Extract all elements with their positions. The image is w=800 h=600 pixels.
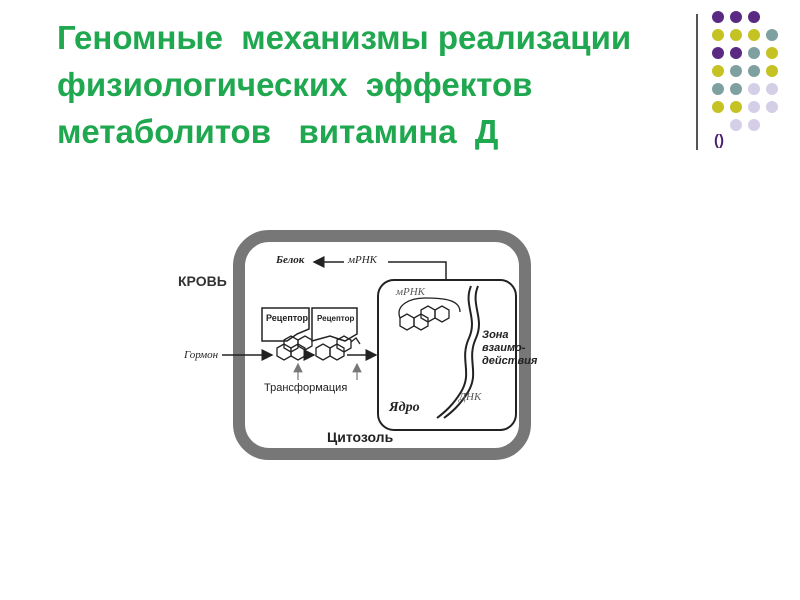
decor-dot bbox=[748, 119, 760, 131]
decor-dot bbox=[712, 29, 724, 41]
decor-dot bbox=[766, 47, 778, 59]
decor-dot bbox=[766, 29, 778, 41]
decor-dot bbox=[730, 65, 742, 77]
label-cytosol: Цитозоль bbox=[327, 429, 394, 445]
label-receptor-2: Рецептор bbox=[317, 314, 355, 323]
label-dna: ДНК bbox=[459, 391, 482, 403]
label-transformation: Трансформация bbox=[264, 382, 348, 394]
label-interaction-zone: Зона взаимо- действия bbox=[482, 329, 537, 368]
title-line-3: метаболитов витамина Д bbox=[57, 113, 499, 150]
receptor-2-box bbox=[311, 307, 358, 342]
decor-dot bbox=[748, 29, 760, 41]
decor-dot bbox=[712, 11, 724, 23]
zone-line-1: Зона bbox=[482, 329, 509, 341]
label-nucleus: Ядро bbox=[389, 400, 420, 415]
title-line-1: Геномные механизмы реализации bbox=[57, 19, 632, 56]
hormone-molecule-1 bbox=[276, 335, 313, 361]
slide-title: Геномные механизмы реализации физиологич… bbox=[57, 14, 777, 155]
decor-dot bbox=[712, 83, 724, 95]
decor-dot bbox=[748, 101, 760, 113]
decor-dot bbox=[766, 101, 778, 113]
decor-dot bbox=[730, 83, 742, 95]
decor-dot bbox=[748, 47, 760, 59]
decor-dot bbox=[766, 83, 778, 95]
decor-dot bbox=[712, 65, 724, 77]
decor-dot bbox=[748, 83, 760, 95]
label-mrna-nucleus: мРНК bbox=[396, 286, 425, 298]
decor-dot bbox=[730, 101, 742, 113]
decor-dot bbox=[730, 29, 742, 41]
nucleus-molecule bbox=[398, 297, 461, 331]
decor-dot bbox=[748, 65, 760, 77]
decor-dot bbox=[712, 47, 724, 59]
decor-dot bbox=[730, 119, 742, 131]
label-receptor-1: Рецептор bbox=[266, 313, 309, 323]
hormone-molecule-2 bbox=[315, 335, 361, 361]
label-hormone: Гормон bbox=[184, 349, 219, 361]
label-blood: КРОВЬ bbox=[178, 273, 227, 289]
decor-dot bbox=[766, 65, 778, 77]
decor-dot bbox=[730, 11, 742, 23]
export-arrow-path bbox=[388, 261, 447, 280]
decor-dot bbox=[730, 47, 742, 59]
decor-dot bbox=[712, 101, 724, 113]
decor-divider bbox=[696, 14, 698, 150]
label-mrna-cytosol: мРНК bbox=[348, 254, 377, 266]
title-line-2: физиологических эффектов bbox=[57, 66, 533, 103]
decor-parentheses: () bbox=[714, 132, 724, 149]
zone-line-2: взаимо- bbox=[482, 342, 526, 354]
decor-dot bbox=[748, 11, 760, 23]
decor-dot-grid bbox=[708, 8, 788, 131]
zone-line-3: действия bbox=[482, 355, 538, 367]
label-protein: Белок bbox=[276, 254, 305, 266]
